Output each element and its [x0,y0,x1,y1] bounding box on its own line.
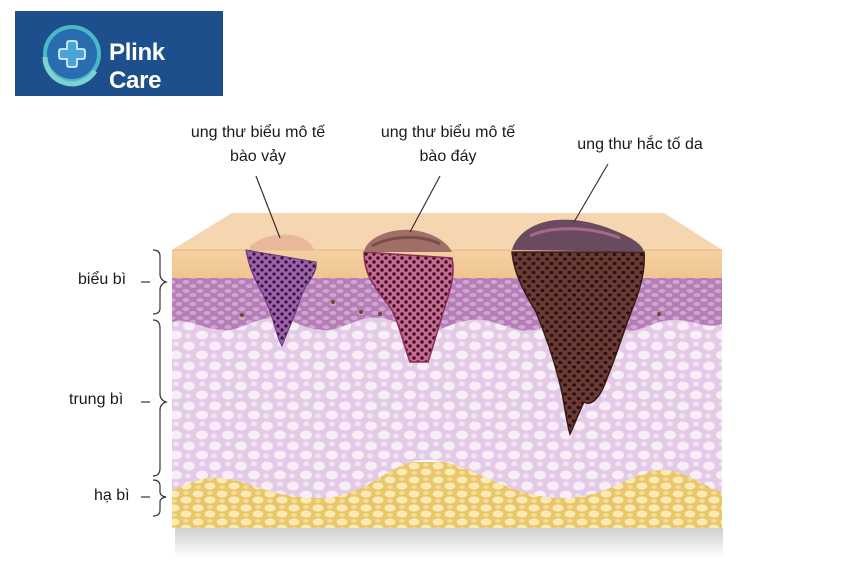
bracket-dermis [152,319,168,477]
callout-scc-line2: bào vảy [229,148,287,165]
plus-cross-icon [42,25,101,87]
callout-bcc-line1: ung thư biểu mô tế [380,124,516,141]
bracket-epidermis [152,249,168,315]
label-dermis: trung bì [69,391,124,408]
callout-squamous-cell-carcinoma: ung thư biểu mô tế bào vảy [176,121,340,169]
brand-logo: Plink Care [15,11,223,96]
melanoma-lesion [511,219,645,437]
bracket-hypodermis [152,479,167,517]
label-epidermis: biểu bì [78,271,127,288]
callout-leader-bcc [409,175,441,233]
label-hypodermis: hạ bì [94,487,130,504]
callout-bcc-line2: bào đáy [419,148,477,165]
floor-shadow [175,528,723,558]
callout-basal-cell-carcinoma: ung thư biểu mô tế bào đáy [366,121,530,169]
callout-leader-scc [255,175,281,239]
callout-leader-melanoma [573,163,609,223]
brand-name: Plink Care [109,39,165,94]
squamous-cell-carcinoma-lesion [245,234,317,348]
callout-scc-line1: ung thư biểu mô tế [190,124,326,141]
callout-mel-line1: ung thư hắc tố da [577,136,703,153]
callout-melanoma: ung thư hắc tố da [560,133,720,157]
basal-cell-carcinoma-lesion [363,229,454,363]
